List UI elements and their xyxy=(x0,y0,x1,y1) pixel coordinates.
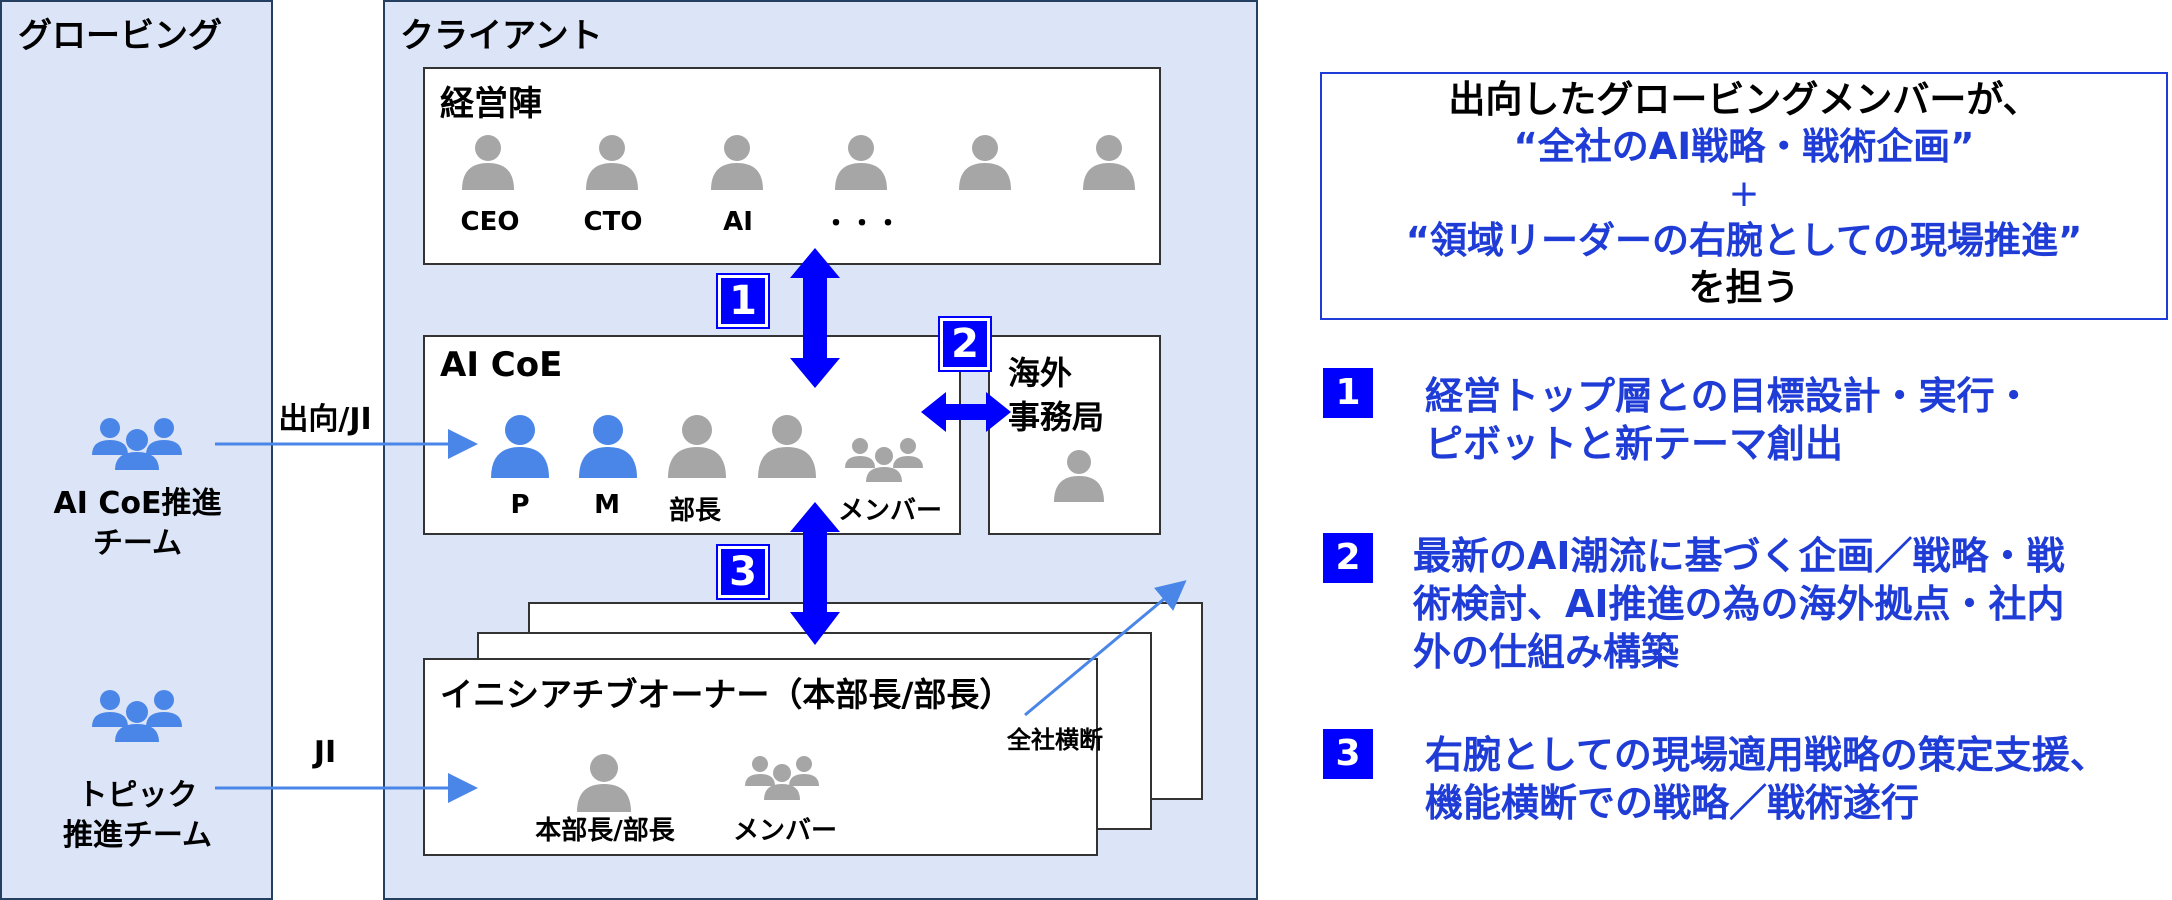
person-icon-bucho xyxy=(668,415,726,478)
cross-company-label: 全社横断 xyxy=(1007,726,1103,754)
person-label-initiative-member: メンバー xyxy=(732,816,837,846)
person-icon-coe-4 xyxy=(758,415,816,478)
badge-2: 2 xyxy=(938,316,992,372)
cross-company-arrow xyxy=(1024,580,1187,717)
management-box xyxy=(423,67,1161,265)
ji-arrow-label: JI xyxy=(313,735,337,770)
person-icon-ai xyxy=(711,135,763,190)
management-title: 経営陣 xyxy=(440,84,542,124)
item-2-line3: 外の仕組み構築 xyxy=(1413,630,1680,674)
overseas-title-line1: 海外 xyxy=(1008,354,1073,392)
person-label-m: M xyxy=(594,490,620,520)
summary-line5: を担う xyxy=(1688,266,1800,309)
item-1-line2: ピボットと新テーマ創出 xyxy=(1425,422,1844,466)
item-2-line1: 最新のAI潮流に基づく企画／戦略・戦 xyxy=(1413,534,2065,578)
badge-3: 3 xyxy=(716,544,770,600)
summary-text: 出向したグロービングメンバーが、 “全社のAI戦略・戦術企画” + “領域リーダ… xyxy=(1320,76,2168,311)
person-label-ai: AI xyxy=(723,207,753,237)
person-icon-mgmt-6 xyxy=(1083,135,1135,190)
person-label-member: メンバー xyxy=(837,496,942,526)
initiative-title: イニシアチブオーナー（本部長/部長） xyxy=(440,675,1013,714)
coe-title: AI CoE xyxy=(440,345,563,385)
group-icon-topic-team xyxy=(92,690,182,742)
person-icon-cto xyxy=(586,135,638,190)
person-icon-overseas xyxy=(1054,450,1104,502)
item-3-number: 3 xyxy=(1323,729,1373,779)
topic-team-label-line1: トピック xyxy=(77,778,198,813)
summary-line4: “領域リーダーの右腕としての現場推進” xyxy=(1405,219,2083,262)
secondment-arrow-label: 出向/JI xyxy=(278,402,372,437)
person-label-honbucho: 本部長/部長 xyxy=(535,816,675,846)
item-1-number: 1 xyxy=(1323,368,1373,418)
summary-box xyxy=(1320,72,2168,320)
coe-team-label-line1: AI CoE推進 xyxy=(53,486,222,521)
summary-line1: 出向したグロービングメンバーが、 xyxy=(1448,78,2040,121)
item-1-line1: 経営トップ層との目標設計・実行・ xyxy=(1425,374,2033,418)
item-2-line2: 術検討、AI推進の為の海外拠点・社内 xyxy=(1413,582,2065,626)
person-label-bucho: 部長 xyxy=(668,496,721,526)
summary-line2: “全社のAI戦略・戦術企画” xyxy=(1513,125,1975,168)
person-icon-mgmt-5 xyxy=(959,135,1011,190)
person-icon-m xyxy=(579,415,637,478)
person-icon-honbucho xyxy=(577,754,631,812)
person-label-ellipsis: ・・・ xyxy=(822,209,901,239)
globing-panel-title: グロービング xyxy=(18,16,222,56)
item-3-line2: 機能横断での戦略／戦術遂行 xyxy=(1425,781,1920,825)
coe-team-label-line2: チーム xyxy=(92,526,183,561)
overseas-title-line2: 事務局 xyxy=(1008,398,1105,436)
group-icon-coe-team xyxy=(92,418,182,470)
person-icon-mgmt-4 xyxy=(835,135,887,190)
badge-1: 1 xyxy=(716,273,770,329)
person-label-cto: CTO xyxy=(583,207,643,237)
client-panel-title: クライアント xyxy=(400,16,603,56)
person-icon-p xyxy=(491,415,549,478)
item-1-text: 経営トップ層との目標設計・実行・ ピボットと新テーマ創出 xyxy=(1425,372,2033,468)
double-arrow-3 xyxy=(790,502,840,645)
double-arrow-2 xyxy=(921,392,1011,432)
group-icon-coe-member xyxy=(845,438,923,482)
double-arrow-1 xyxy=(790,248,840,388)
topic-team-label-line2: 推進チーム xyxy=(62,818,213,853)
person-label-p: P xyxy=(510,490,530,520)
summary-line3: + xyxy=(1728,172,1760,215)
group-icon-initiative-member xyxy=(745,756,819,800)
item-2-number: 2 xyxy=(1323,533,1373,583)
person-label-ceo: CEO xyxy=(460,207,520,237)
item-2-text: 最新のAI潮流に基づく企画／戦略・戦 術検討、AI推進の為の海外拠点・社内 外の… xyxy=(1413,532,2065,676)
person-icon-ceo xyxy=(462,135,514,190)
item-3-text: 右腕としての現場適用戦略の策定支援、 機能横断での戦略／戦術遂行 xyxy=(1425,731,2108,827)
item-3-line1: 右腕としての現場適用戦略の策定支援、 xyxy=(1425,733,2108,777)
